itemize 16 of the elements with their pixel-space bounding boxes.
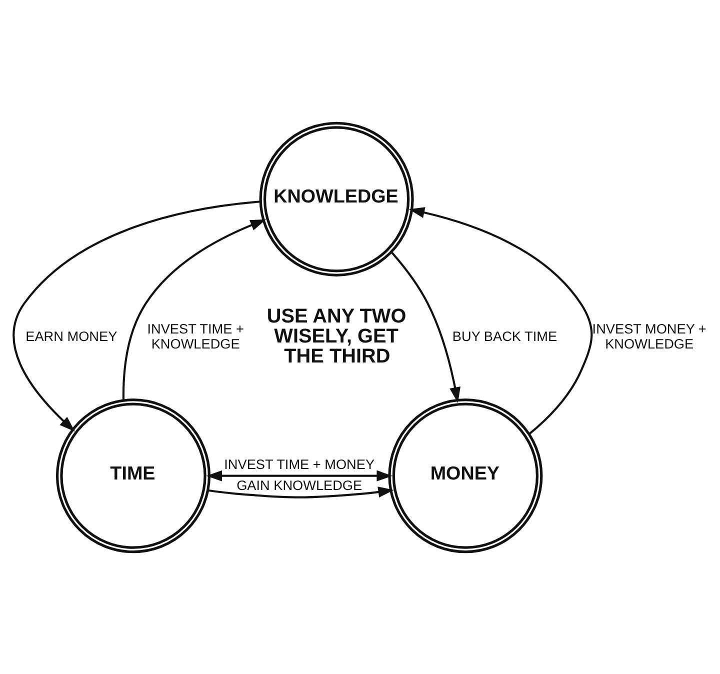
- node-circle: KNOWLEDGE: [258, 121, 414, 276]
- node-circle: TIME: [55, 398, 210, 553]
- node-circle: MONEY: [388, 398, 542, 553]
- edge-label: EARN MONEY: [25, 328, 117, 344]
- arrow: [206, 470, 392, 481]
- arrow: [12, 200, 260, 432]
- arrow: [408, 206, 592, 434]
- arrow: [207, 486, 394, 498]
- arrow: [390, 250, 460, 402]
- label: USE ANY TWO WISELY, GET THE THIRD: [266, 305, 406, 367]
- edge-label: INVEST MONEY + KNOWLEDGE: [592, 321, 706, 351]
- edge-label: INVEST TIME + KNOWLEDGE: [146, 321, 244, 351]
- edge-label: INVEST TIME + MONEY: [224, 456, 374, 472]
- edge-label: GAIN KNOWLEDGE: [236, 477, 362, 492]
- edge-label: BUY BACK TIME: [452, 328, 557, 344]
- arrow: [122, 218, 266, 400]
